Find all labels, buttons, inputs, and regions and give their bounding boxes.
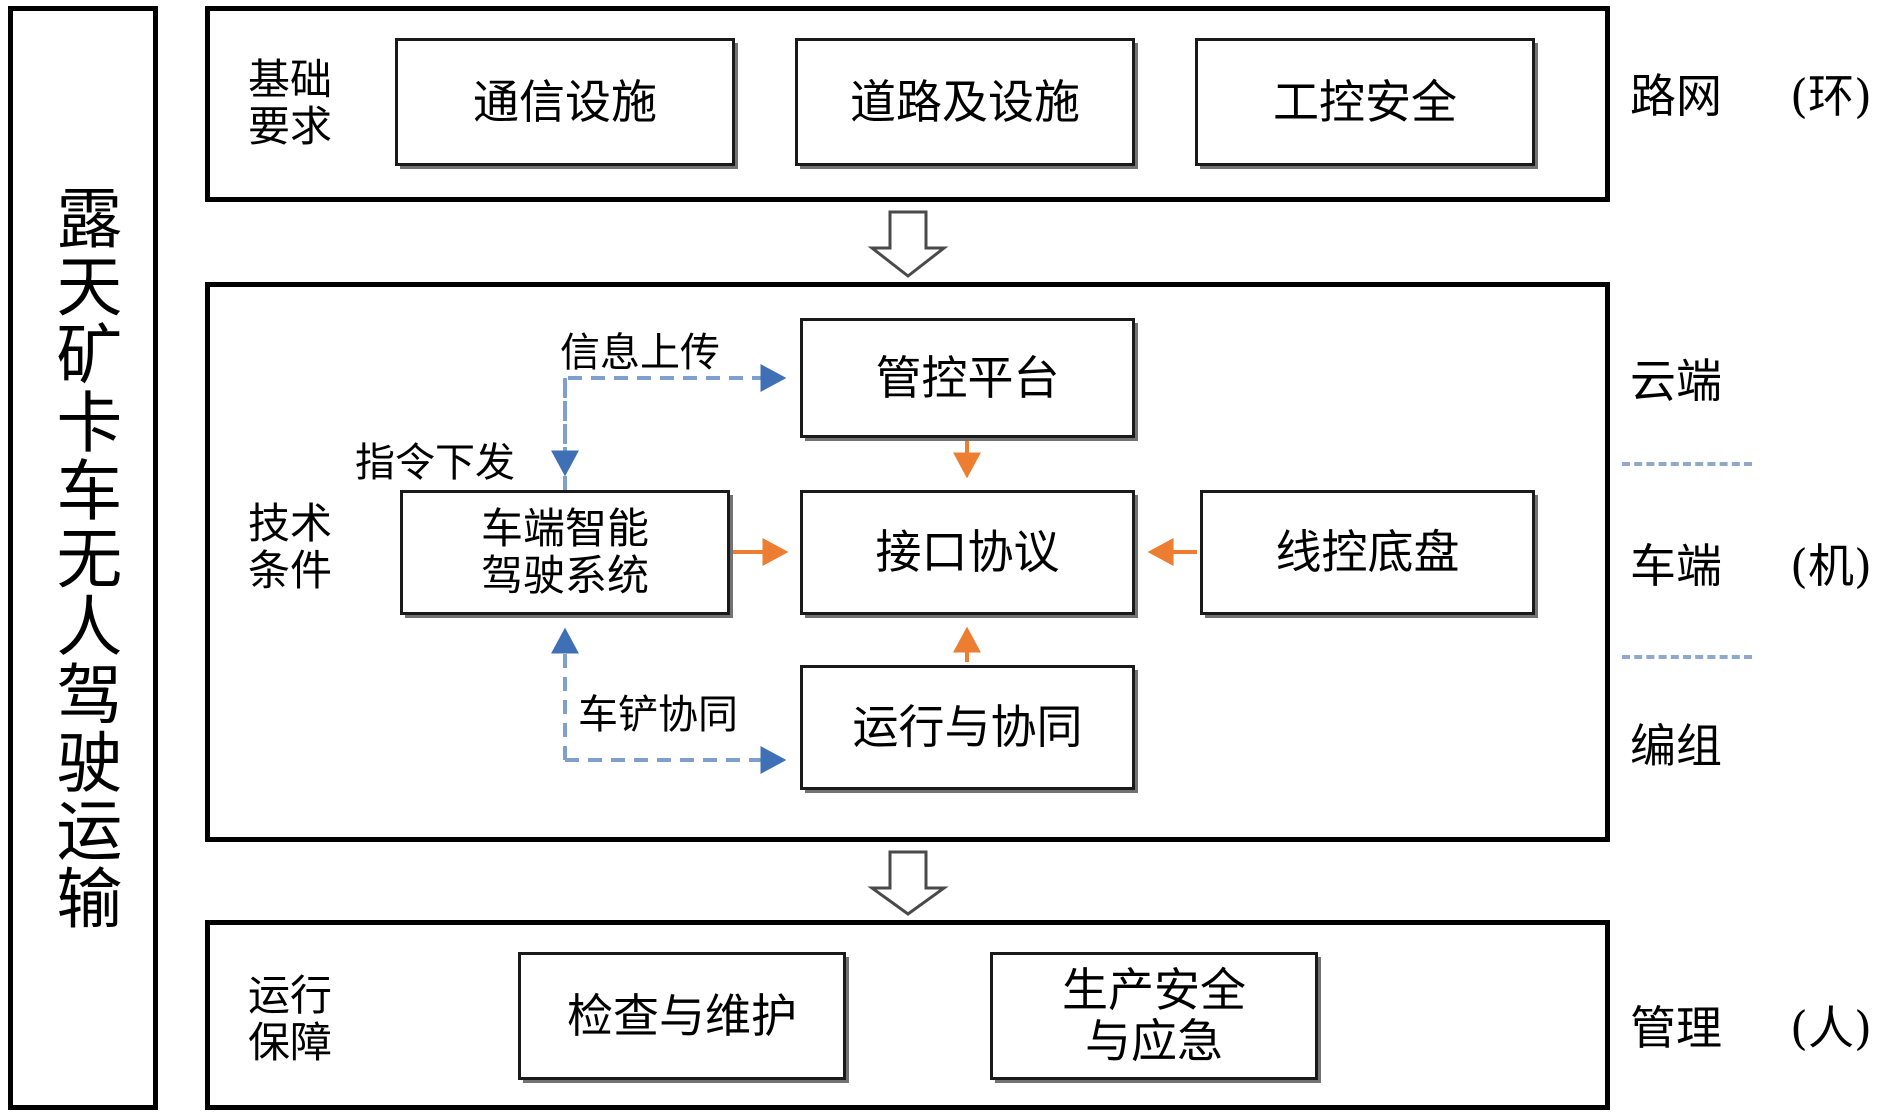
- vertical-title-text: 露天矿卡车无人驾驶运输: [45, 184, 123, 932]
- layer-separator-cloud-vehicle: [1622, 462, 1752, 466]
- stage-label-technical: 技术 条件: [247, 499, 332, 596]
- right-label-management: 管理: [1630, 1001, 1722, 1055]
- layer-separator-vehicle-fleet: [1622, 655, 1752, 659]
- node-production-safety-and-emergency[interactable]: 生产安全 与应急: [990, 952, 1318, 1080]
- right-label-road-network: 路网: [1630, 69, 1722, 123]
- right-label-fleet: 编组: [1630, 719, 1722, 773]
- section-assurance: [205, 920, 1610, 1110]
- right-paren-management: (人): [1790, 1001, 1872, 1055]
- block-arrow-foundation-to-technical: [867, 210, 949, 278]
- node-operation-and-coordination[interactable]: 运行与协同: [800, 665, 1135, 790]
- node-drive-by-wire-chassis[interactable]: 线控底盘: [1200, 490, 1535, 615]
- edge-label-information-upload: 信息上传: [560, 330, 720, 376]
- right-label-cloud: 云端: [1630, 354, 1722, 408]
- edge-label-command-dispatch: 指令下发: [355, 440, 515, 486]
- stage-label-assurance: 运行 保障: [247, 971, 332, 1068]
- stage-label-foundation: 基础 要求: [247, 55, 332, 152]
- node-onboard-autonomous-driving-system[interactable]: 车端智能 驾驶系统: [400, 490, 730, 615]
- right-label-vehicle: 车端: [1630, 539, 1722, 593]
- node-communication-facilities[interactable]: 通信设施: [395, 38, 735, 166]
- node-inspection-and-maintenance[interactable]: 检查与维护: [518, 952, 846, 1080]
- block-arrow-technical-to-assurance: [867, 850, 949, 916]
- node-road-and-facilities[interactable]: 道路及设施: [795, 38, 1135, 166]
- node-industrial-control-security[interactable]: 工控安全: [1195, 38, 1535, 166]
- node-control-platform[interactable]: 管控平台: [800, 318, 1135, 438]
- node-interface-protocol[interactable]: 接口协议: [800, 490, 1135, 615]
- edge-label-truck-shovel-coordination: 车铲协同: [578, 692, 738, 738]
- right-paren-vehicle: (机): [1790, 539, 1872, 593]
- vertical-title-frame: 露天矿卡车无人驾驶运输: [8, 6, 158, 1110]
- right-paren-road-network: (环): [1790, 69, 1872, 123]
